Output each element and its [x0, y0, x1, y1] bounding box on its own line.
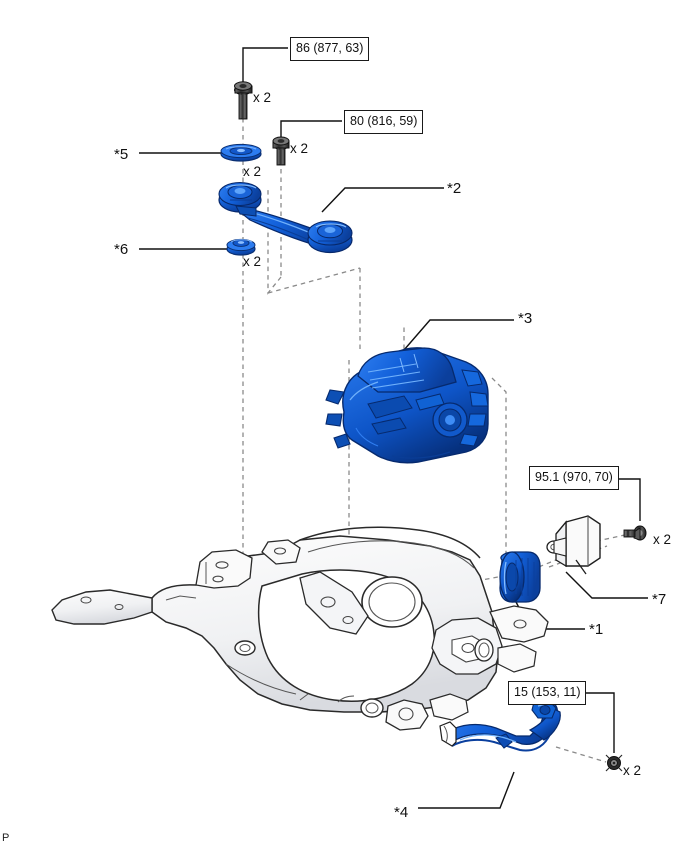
reference-label-5: *5	[114, 146, 129, 163]
mounting-bracket	[546, 515, 601, 575]
reference-label-4: *4	[394, 804, 409, 821]
quantity-lower-support-bolt: x 2	[623, 763, 642, 778]
upper-bushing-washer	[220, 143, 262, 162]
torque-callout-15: 15 (153, 11)	[508, 681, 587, 705]
upper-long-bolt	[234, 81, 253, 120]
bracket-bolt	[623, 525, 647, 541]
differential-mount-bushing	[499, 551, 541, 603]
quantity-bracket-bolt: x 2	[653, 532, 672, 547]
lower-bushing-cap	[226, 238, 256, 256]
reference-label-6: *6	[114, 241, 129, 258]
corner-page-mark: P	[2, 832, 10, 844]
torque-callout-80: 80 (816, 59)	[344, 110, 424, 134]
quantity-lower-bushing-cap: x 2	[243, 254, 262, 269]
lower-support-bolt	[605, 754, 623, 772]
upper-short-bolt	[272, 136, 290, 166]
differential-carrier-assembly	[325, 347, 489, 464]
quantity-upper-short-bolt: x 2	[290, 141, 309, 156]
reference-label-7: *7	[652, 591, 667, 608]
quantity-upper-bushing-washer: x 2	[243, 164, 262, 179]
torque-callout-95: 95.1 (970, 70)	[529, 466, 619, 490]
reference-label-1: *1	[589, 621, 604, 638]
reference-label-2: *2	[447, 180, 462, 197]
suspension-control-arm	[218, 181, 353, 254]
suspension-member-subframe	[51, 526, 549, 731]
lower-support-member	[439, 699, 561, 752]
quantity-upper-long-bolt: x 2	[253, 90, 272, 105]
reference-label-3: *3	[518, 310, 533, 327]
torque-callout-86: 86 (877, 63)	[290, 37, 370, 61]
